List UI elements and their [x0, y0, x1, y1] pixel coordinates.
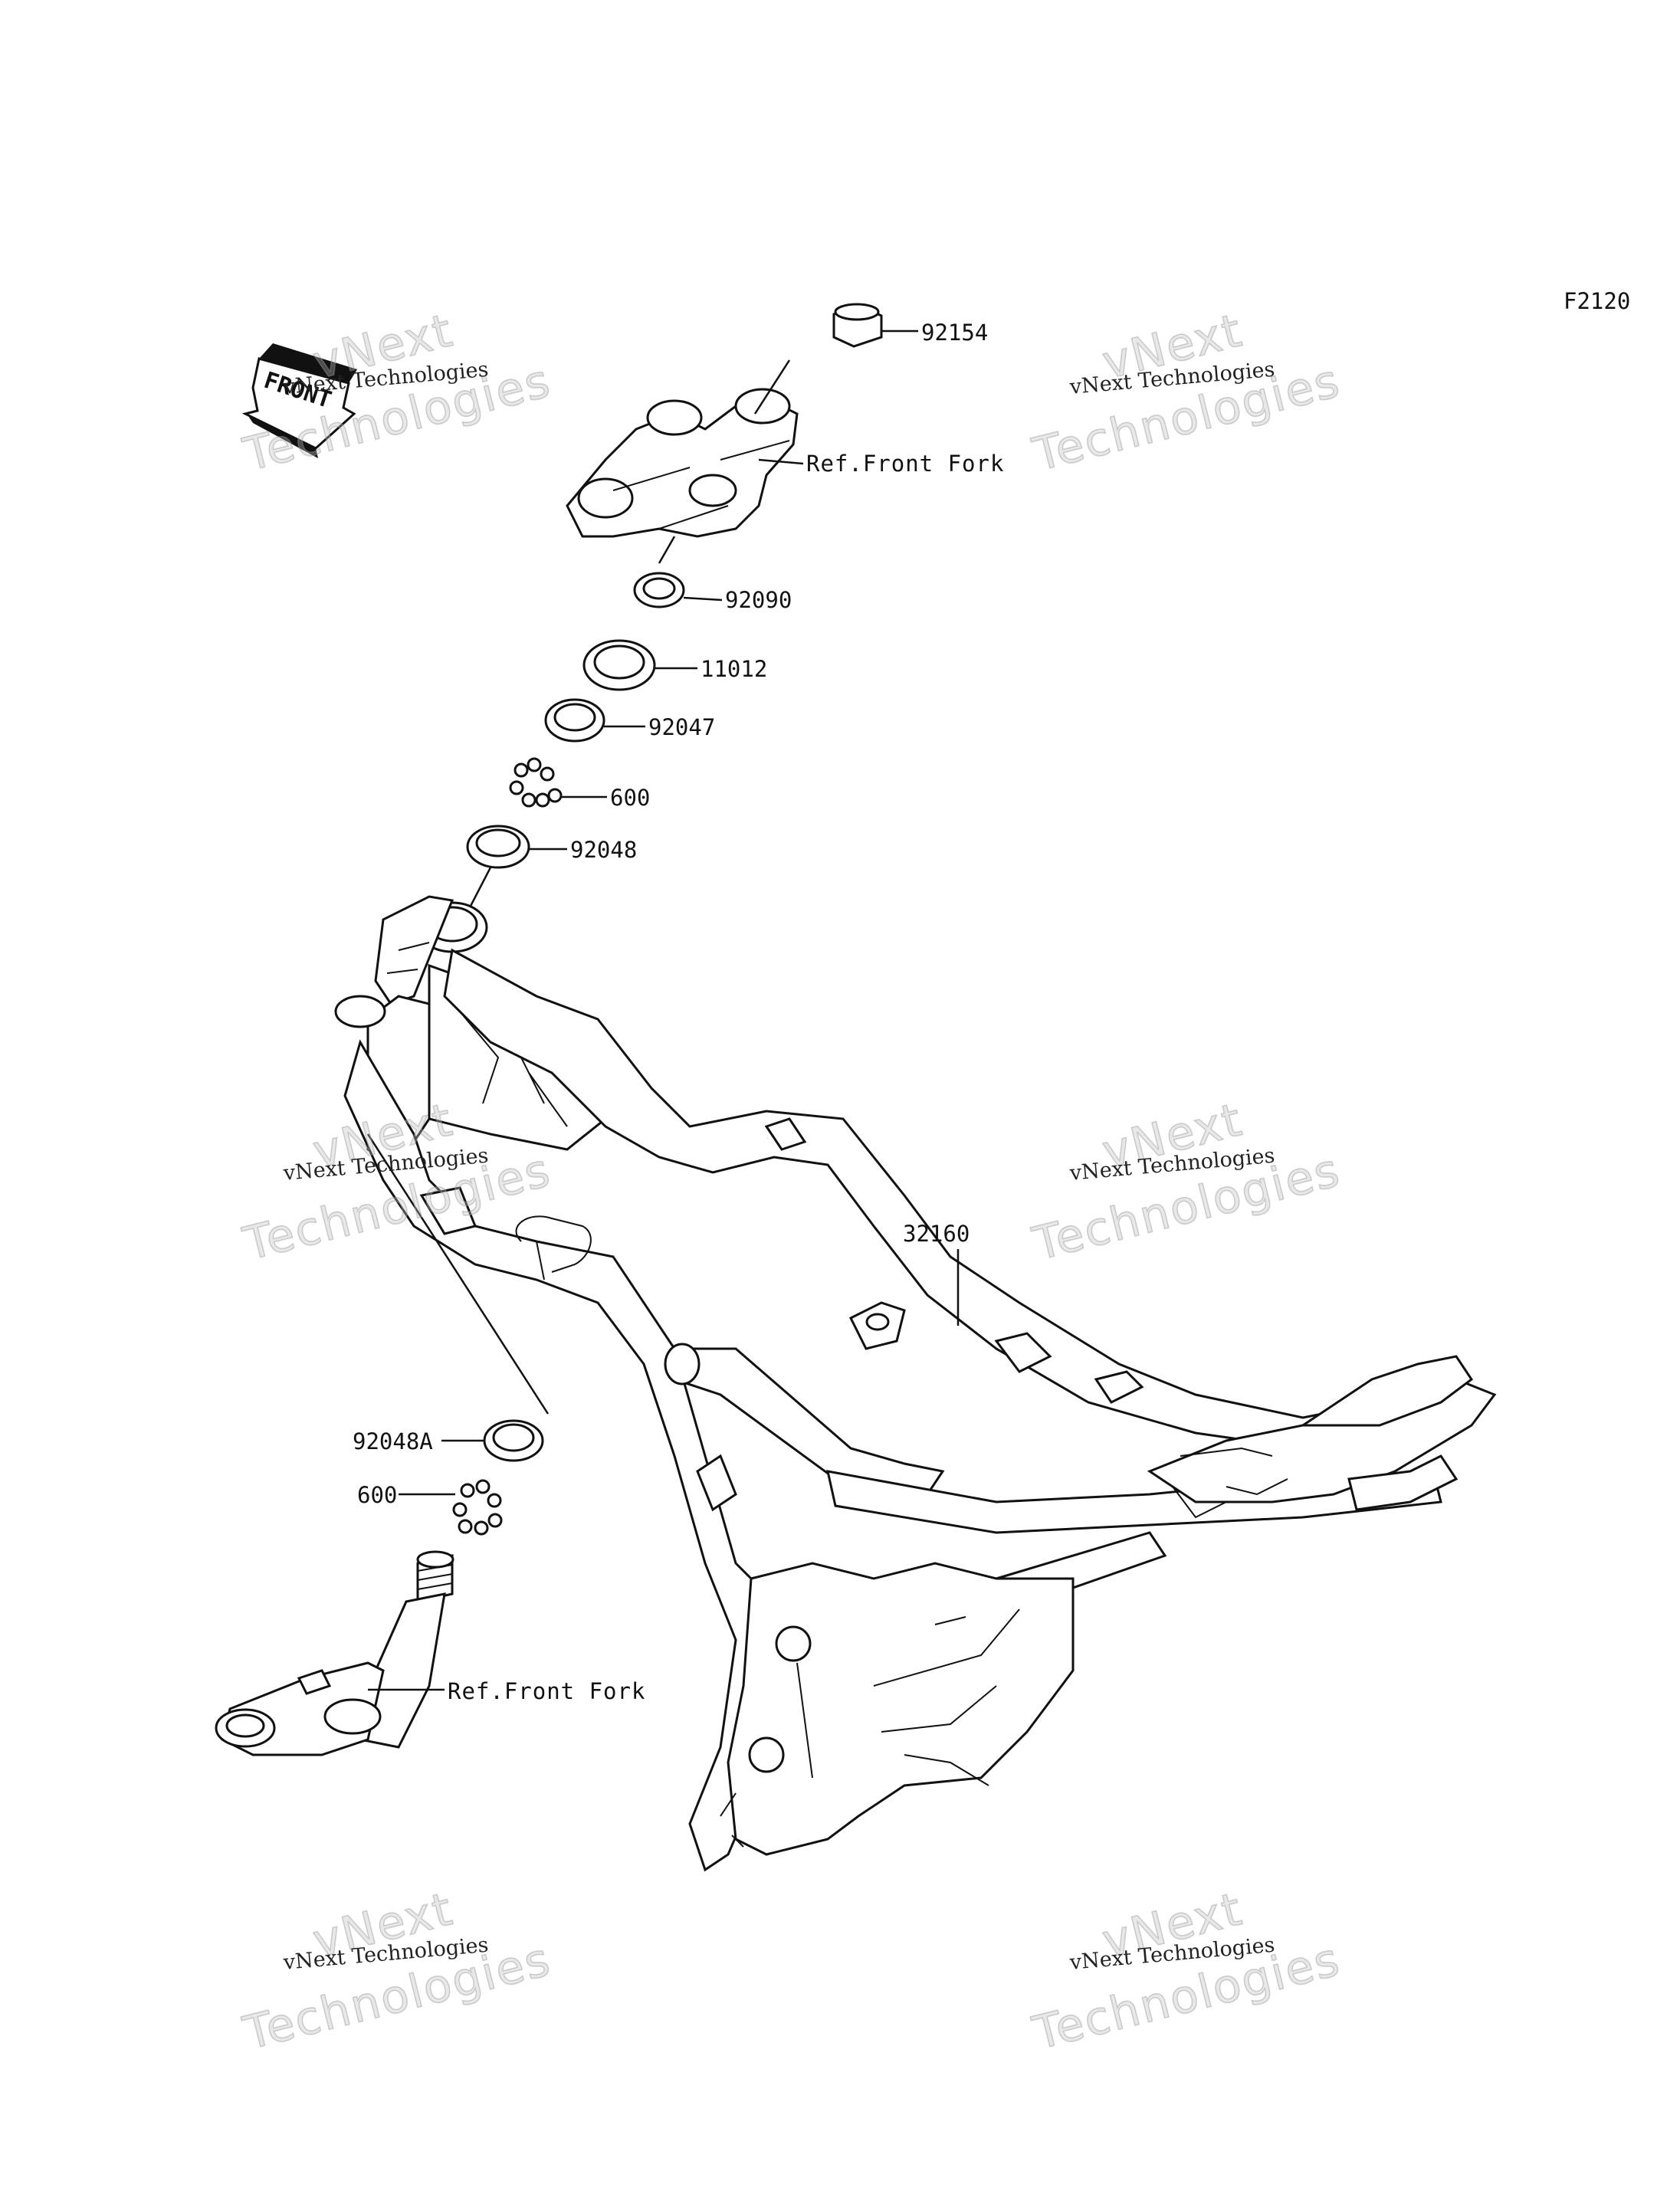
callout-600-upper[interactable]: 600	[610, 785, 651, 811]
callout-600-lower[interactable]: 600	[357, 1482, 398, 1508]
washer-92090	[633, 572, 685, 608]
frame-32160	[334, 895, 1497, 1872]
callout-92154[interactable]: 92154	[921, 320, 989, 346]
callout-32160[interactable]: 32160	[903, 1221, 970, 1247]
callout-92048A[interactable]: 92048A	[353, 1428, 433, 1454]
upper-triple-clamp	[566, 388, 799, 538]
race-92047	[544, 698, 605, 743]
cap-11012	[582, 639, 656, 691]
callout-92047[interactable]: 92047	[648, 714, 716, 740]
steel-balls-600-lower	[452, 1479, 503, 1536]
stem-nut-92154	[832, 303, 883, 348]
ref-front-fork-upper-link[interactable]: Ref.Front Fork	[806, 451, 1005, 477]
steel-balls-600-upper	[509, 757, 563, 808]
ref-front-fork-lower-link[interactable]: Ref.Front Fork	[448, 1678, 646, 1704]
figure-code: F2120	[1564, 288, 1631, 314]
callout-92090[interactable]: 92090	[725, 587, 792, 613]
steering-stem	[215, 1550, 454, 1756]
race-92048A	[483, 1419, 544, 1462]
front-arrow-icon	[241, 343, 357, 458]
callout-92048[interactable]: 92048	[570, 837, 638, 863]
callout-11012[interactable]: 11012	[701, 656, 768, 682]
race-92048	[466, 825, 530, 869]
